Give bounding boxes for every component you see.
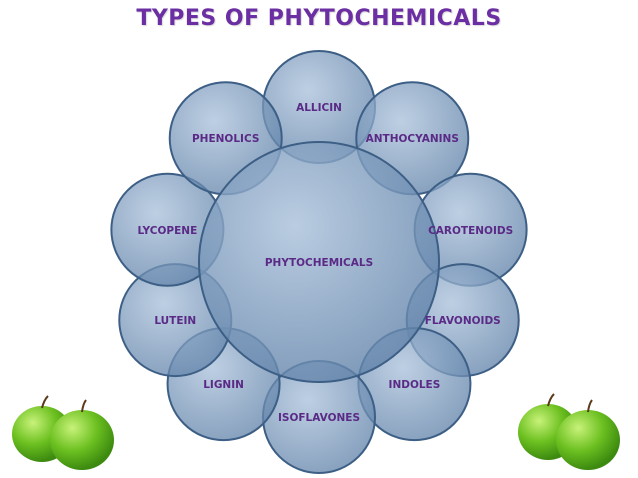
center-circle <box>198 141 440 383</box>
label-lycopene: LYCOPENE <box>138 225 198 237</box>
label-flavonoids: FLAVONOIDS <box>425 315 501 327</box>
center-label: PHYTOCHEMICALS <box>265 257 373 269</box>
label-lutein: LUTEIN <box>154 315 196 327</box>
label-phenolics: PHENOLICS <box>192 133 259 145</box>
label-indoles: INDOLES <box>389 379 441 391</box>
label-allicin: ALLICIN <box>296 102 342 114</box>
label-isoflavones: ISOFLAVONES <box>278 412 360 424</box>
page-title: TYPES OF PHYTOCHEMICALS <box>136 6 502 31</box>
label-anthocyanins: ANTHOCYANINS <box>366 133 459 145</box>
label-lignin: LIGNIN <box>203 379 244 391</box>
apples-right-image <box>518 393 620 470</box>
label-carotenoids: CAROTENOIDS <box>428 225 513 237</box>
apples-left-image <box>12 395 114 470</box>
